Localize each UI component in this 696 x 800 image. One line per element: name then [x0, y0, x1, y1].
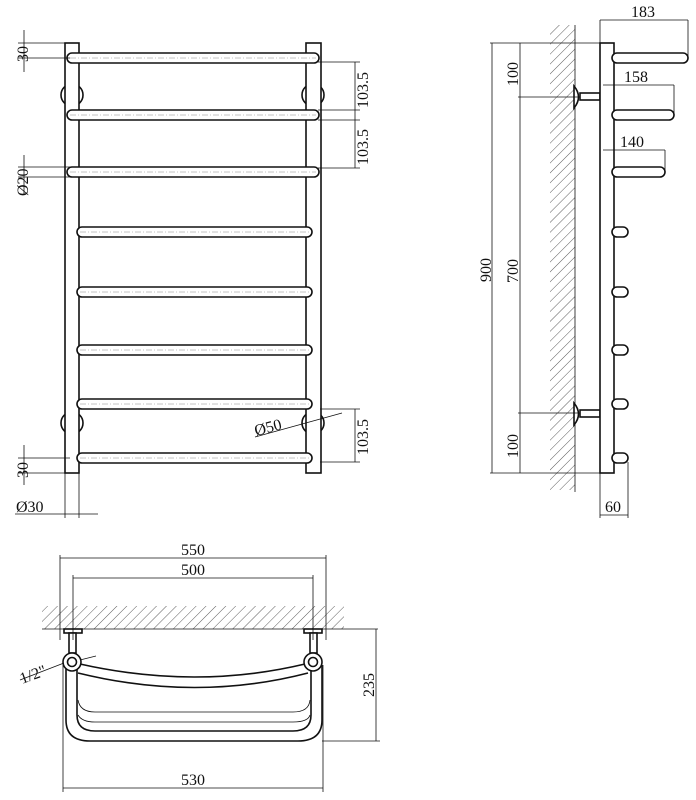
- dim-spacing-2: 103.5: [355, 129, 372, 165]
- left-rail: [64, 42, 80, 474]
- wall-hatch-top: [42, 606, 344, 629]
- dim-depth-3: 140: [620, 134, 644, 151]
- dim-mount-width: 500: [181, 562, 205, 579]
- dim-rail-offset: 60: [605, 499, 621, 516]
- dim-spacing-1: 103.5: [355, 72, 372, 108]
- top-brackets: [63, 628, 323, 654]
- dim-shelf-width: 530: [181, 772, 205, 789]
- side-view: 900 700 100 100 183 158 140 60: [478, 4, 689, 518]
- side-bar: [611, 109, 675, 121]
- shelf-front-bar: [77, 663, 309, 689]
- dim-bar-diameter: Ø20: [15, 168, 32, 196]
- wall-brackets: [573, 83, 601, 428]
- dim-bottom-mount: 100: [505, 434, 522, 458]
- dim-height: 900: [478, 258, 495, 282]
- dim-bottom-offset: 30: [15, 462, 32, 478]
- dim-rail-diameter: Ø30: [16, 499, 44, 516]
- right-rail: [305, 42, 322, 474]
- top-view: 550 500 530 235 1/2": [18, 542, 380, 792]
- dim-projection: 235: [361, 673, 378, 697]
- side-dimension-lines: [490, 19, 689, 518]
- dim-depth-1: 183: [631, 4, 655, 21]
- front-view: 30 103.5 103.5 Ø20 103.5 Ø50 30 Ø30: [15, 30, 372, 518]
- dim-spacing-bottom: 103.5: [355, 419, 372, 455]
- side-bar: [611, 166, 666, 178]
- side-bar: [611, 52, 689, 64]
- dim-overall-width: 550: [181, 542, 205, 559]
- side-bar: [611, 398, 629, 410]
- wall-hatch: [550, 25, 575, 490]
- front-dimension-lines: [15, 30, 360, 518]
- side-bar: [611, 286, 629, 298]
- side-rail: [599, 42, 615, 474]
- dim-depth-2: 158: [624, 69, 648, 86]
- dim-top-mount: 100: [505, 62, 522, 86]
- dim-mount-spacing: 700: [505, 259, 522, 283]
- dim-top-offset: 30: [15, 46, 32, 62]
- top-dimension-lines: [19, 555, 380, 792]
- dim-flange-diameter: Ø50: [253, 416, 284, 440]
- dim-thread: 1/2": [18, 663, 49, 688]
- side-bar: [611, 452, 629, 464]
- side-bar: [611, 344, 629, 356]
- side-bar: [611, 226, 629, 238]
